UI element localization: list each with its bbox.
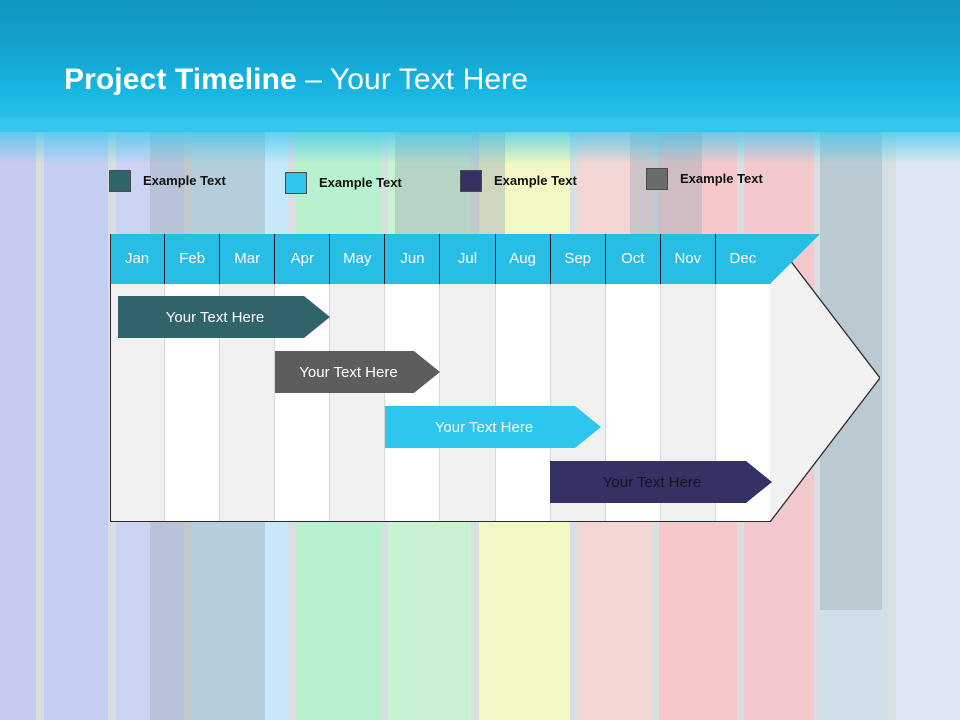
timeline-bar-shape bbox=[275, 351, 440, 393]
legend-swatch-icon bbox=[285, 172, 307, 194]
page-title: Project Timeline – Your Text Here bbox=[64, 60, 528, 100]
timeline-column-jun bbox=[385, 284, 441, 522]
page-title-strong: Project Timeline bbox=[64, 63, 297, 96]
month-header-feb[interactable]: Feb bbox=[165, 234, 221, 284]
month-header-nov[interactable]: Nov bbox=[660, 234, 716, 284]
title-banner-fade bbox=[0, 118, 960, 164]
chart-bottom-border bbox=[110, 520, 770, 522]
legend-item-4[interactable]: Example Text bbox=[646, 168, 763, 190]
legend-item-label: Example Text bbox=[319, 175, 402, 190]
legend-item-label: Example Text bbox=[494, 173, 577, 188]
month-header-jan[interactable]: Jan bbox=[110, 234, 166, 284]
legend-item-1[interactable]: Example Text bbox=[109, 170, 226, 192]
month-header-mar[interactable]: Mar bbox=[220, 234, 276, 284]
month-header-arrow-cap bbox=[770, 234, 820, 284]
timeline-bar-4[interactable]: Your Text Here bbox=[550, 461, 772, 503]
legend-swatch-icon bbox=[109, 170, 131, 192]
background-stripe-divider bbox=[35, 0, 44, 720]
page-title-light: – Your Text Here bbox=[296, 63, 529, 96]
timeline-column-jul bbox=[440, 284, 496, 522]
month-header-jul[interactable]: Jul bbox=[440, 234, 496, 284]
timeline-bar-shape bbox=[118, 296, 330, 338]
title-banner bbox=[0, 0, 960, 132]
legend-item-label: Example Text bbox=[143, 173, 226, 188]
legend-item-2[interactable]: Example Text bbox=[285, 172, 402, 194]
background-stripe-divider bbox=[888, 0, 896, 720]
month-header-sep[interactable]: Sep bbox=[550, 234, 606, 284]
legend-item-3[interactable]: Example Text bbox=[460, 170, 577, 192]
timeline-bar-3[interactable]: Your Text Here bbox=[385, 406, 601, 448]
timeline-column-aug bbox=[495, 284, 551, 522]
timeline-bar-shape bbox=[385, 406, 601, 448]
chart-left-border bbox=[110, 234, 112, 522]
month-header-apr[interactable]: Apr bbox=[275, 234, 331, 284]
legend-swatch-icon bbox=[460, 170, 482, 192]
timeline-bar-1[interactable]: Your Text Here bbox=[118, 296, 330, 338]
month-header-oct[interactable]: Oct bbox=[605, 234, 661, 284]
timeline-column-may bbox=[330, 284, 386, 522]
timeline-bar-2[interactable]: Your Text Here bbox=[275, 351, 440, 393]
timeline-bar-shape bbox=[550, 461, 772, 503]
legend-item-label: Example Text bbox=[680, 171, 763, 186]
month-header-may[interactable]: May bbox=[330, 234, 386, 284]
month-header-jun[interactable]: Jun bbox=[385, 234, 441, 284]
month-header-aug[interactable]: Aug bbox=[495, 234, 551, 284]
legend-swatch-icon bbox=[646, 168, 668, 190]
month-header-dec[interactable]: Dec bbox=[715, 234, 770, 284]
